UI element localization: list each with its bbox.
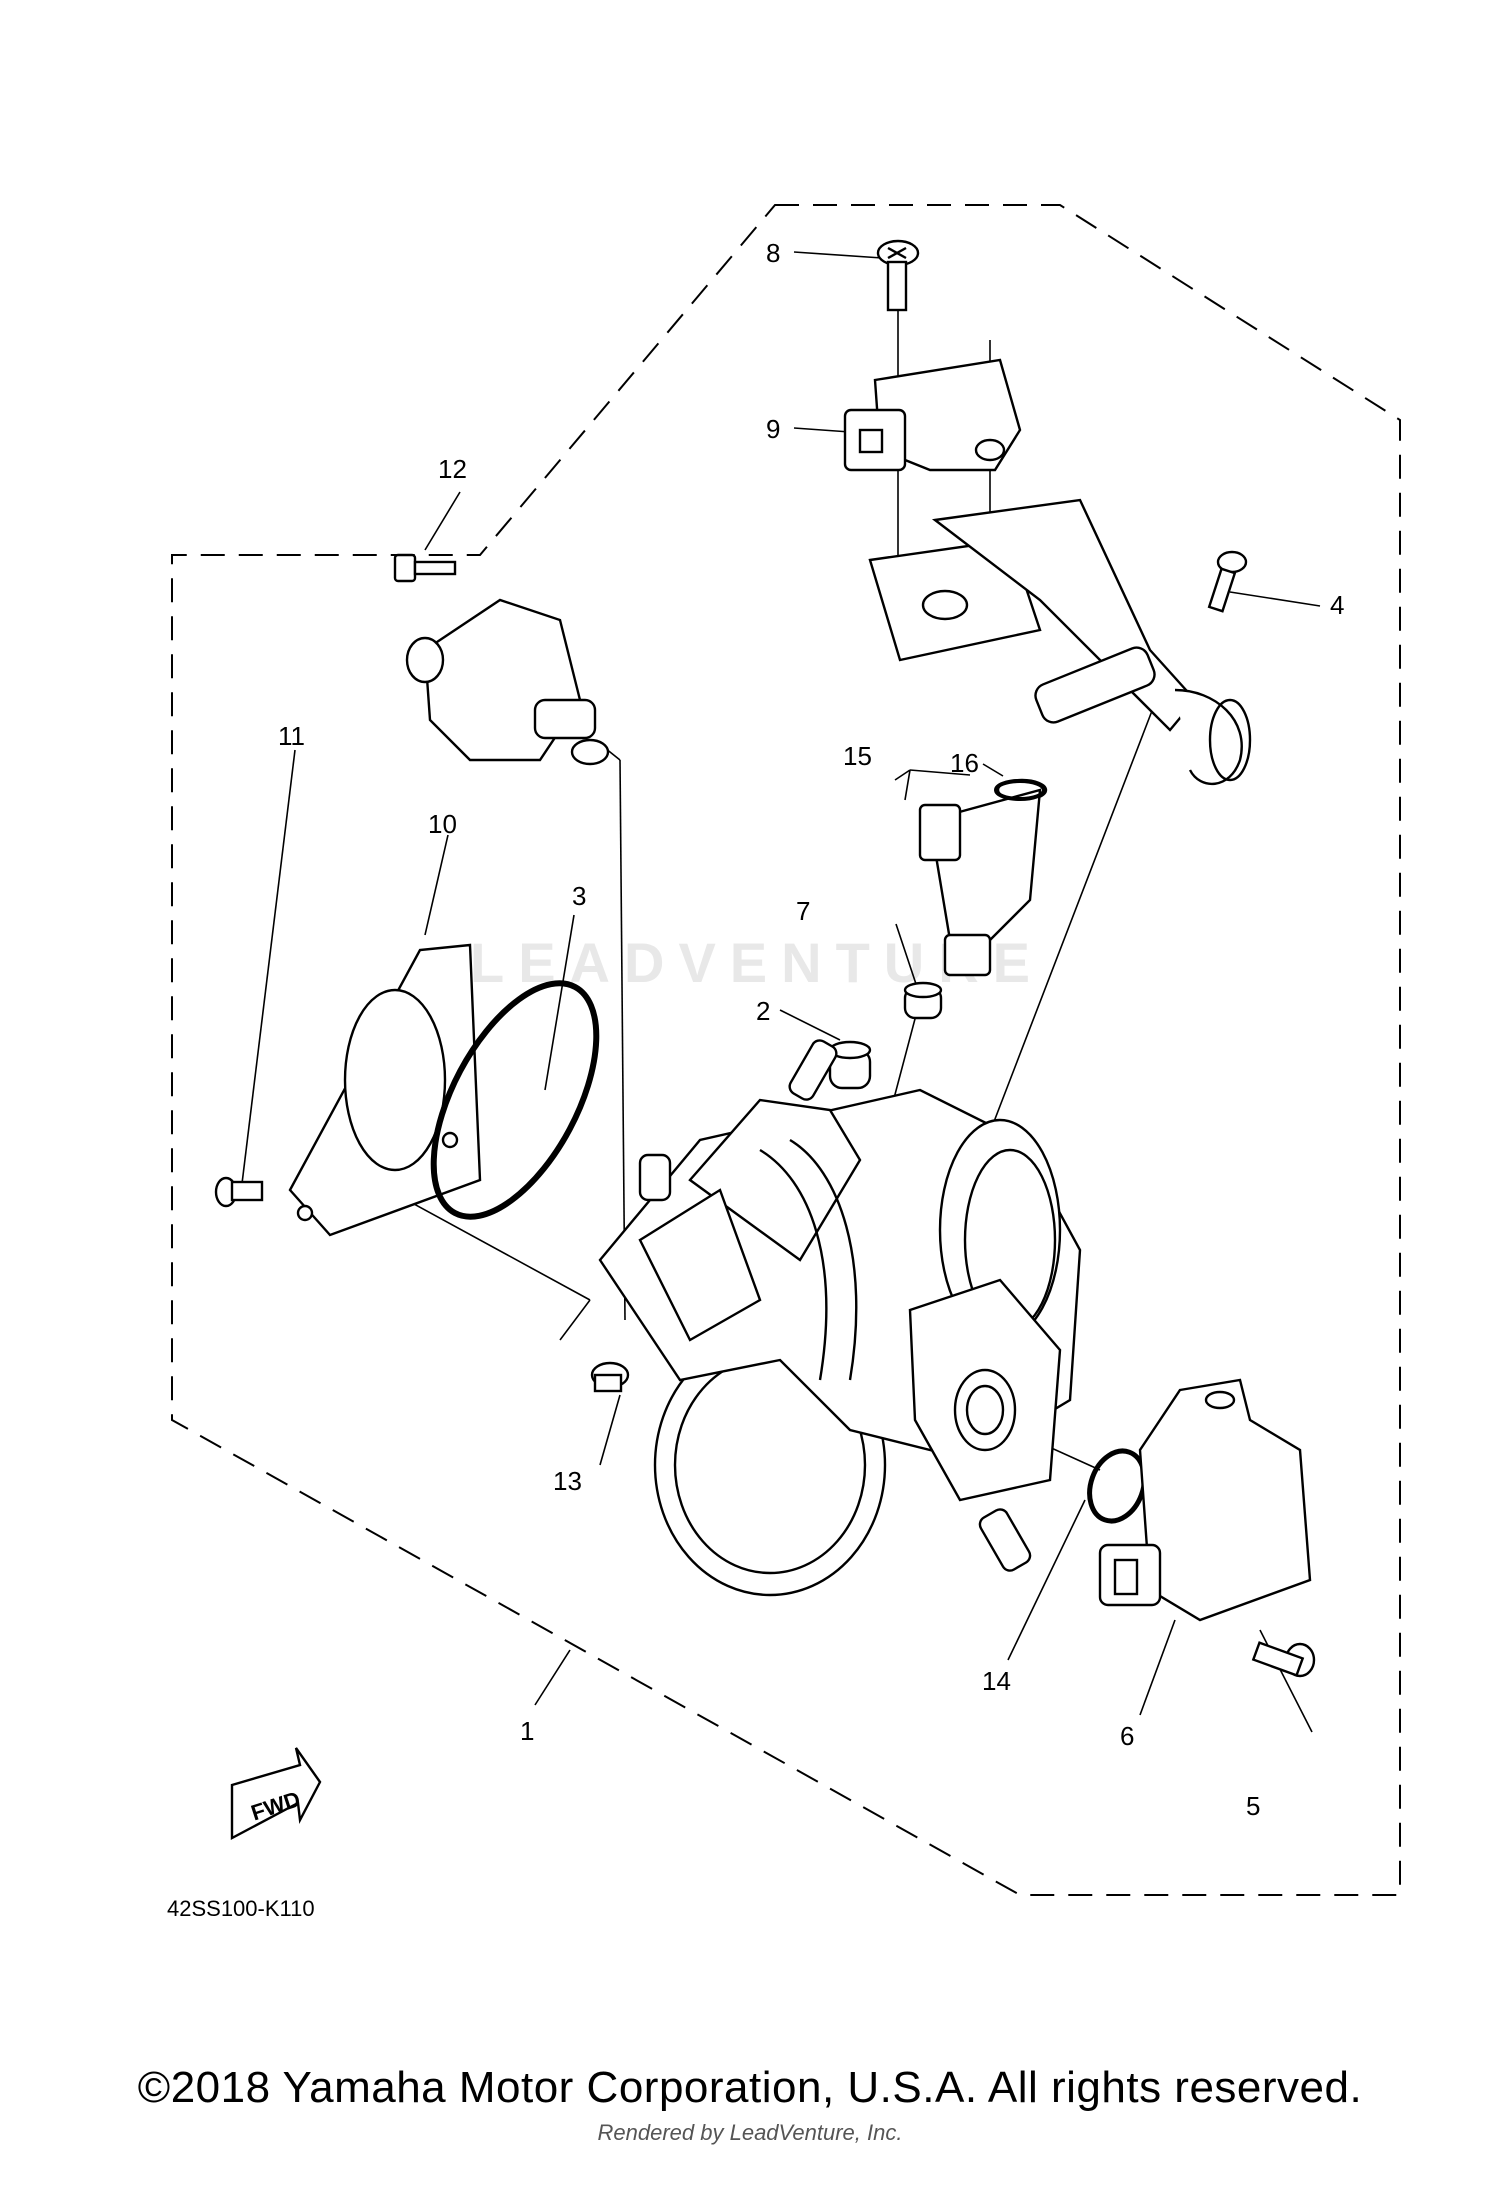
sensor-mount-icon [908, 1278, 1062, 1572]
callout-16: 16 [950, 748, 979, 778]
fwd-arrow-icon: FWD [230, 1747, 322, 1840]
assembly-boundary [171, 204, 1401, 1896]
callout-3: 3 [572, 881, 586, 911]
callout-2: 2 [756, 996, 770, 1026]
screw-part-11-icon [214, 1176, 264, 1208]
o-ring-part-14-icon [1087, 1448, 1147, 1524]
callout-12: 12 [438, 454, 467, 484]
callout-7: 7 [796, 896, 810, 926]
seal-part-16-icon [994, 779, 1046, 801]
copyright-text: ©2018 Yamaha Motor Corporation, U.S.A. A… [137, 2063, 1363, 2112]
callout-15: 15 [843, 741, 872, 771]
callout-8: 8 [766, 238, 780, 268]
screw-part-5-icon [1251, 1641, 1316, 1678]
callout-6: 6 [1120, 1721, 1134, 1751]
rendered-by-text: Rendered by LeadVenture, Inc. [597, 2120, 903, 2145]
tps-part-6-icon [1098, 1378, 1312, 1622]
callout-5: 5 [1246, 1791, 1260, 1821]
plug-part-13-icon [590, 1361, 630, 1393]
seal-part-7-icon [903, 981, 943, 1020]
callout-10: 10 [428, 809, 457, 839]
screw-part-12-icon [393, 553, 457, 583]
screw-part-8-icon [876, 239, 920, 312]
callout-11: 11 [278, 721, 305, 751]
cap-part-2-icon [828, 1040, 872, 1090]
callout-14: 14 [982, 1666, 1011, 1696]
callout-numbers: 1 2 3 4 5 6 7 8 9 10 11 12 13 14 15 16 [278, 238, 1344, 1821]
sensor-part-9-icon [843, 358, 1022, 472]
drawing-code: 42SS100-K110 [167, 1896, 315, 1921]
idle-air-valve-icon [405, 598, 610, 766]
fuel-rail-bracket-icon [868, 498, 1252, 785]
callout-9: 9 [766, 414, 780, 444]
callout-4: 4 [1330, 590, 1344, 620]
o-ring-part-3-icon [430, 980, 600, 1220]
injector-part-15-icon [918, 778, 1048, 977]
callout-1: 1 [520, 1716, 534, 1746]
callout-13: 13 [553, 1466, 582, 1496]
screw-part-4-icon [1207, 550, 1248, 613]
